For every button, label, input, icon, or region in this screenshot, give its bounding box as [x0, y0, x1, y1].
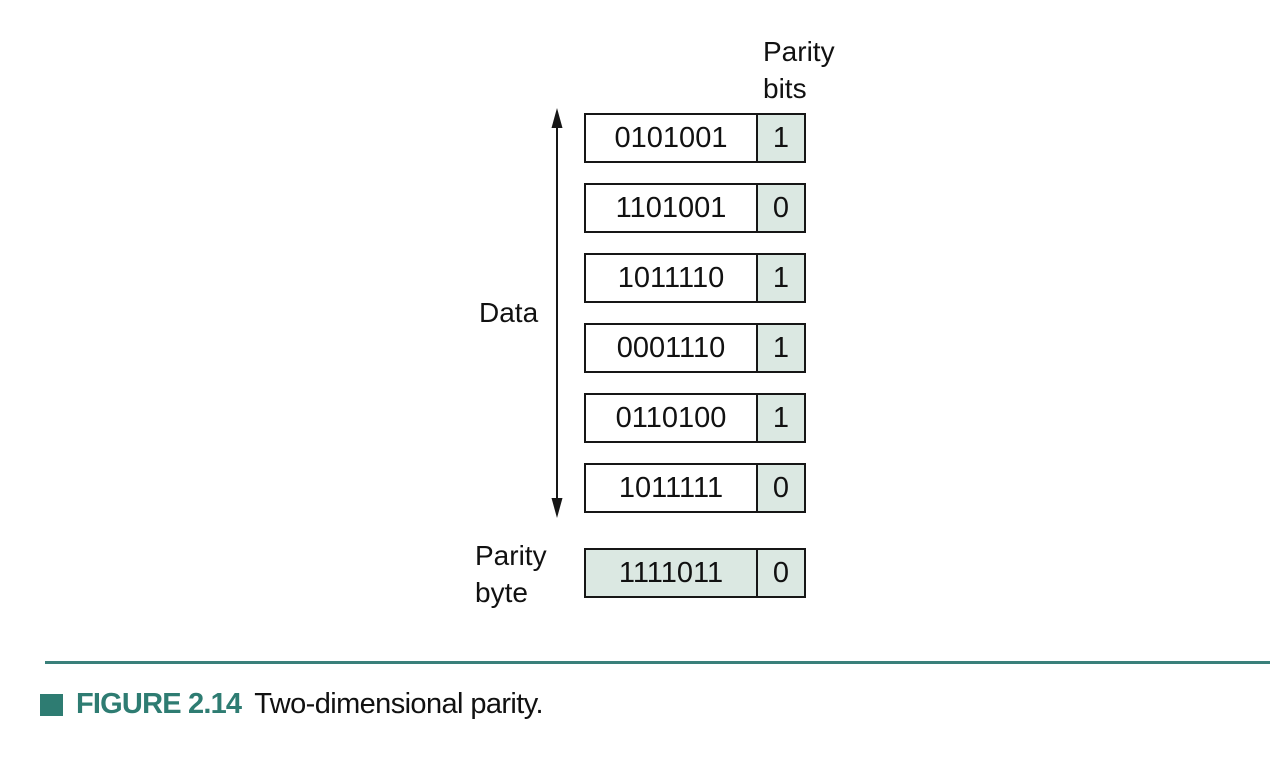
- parity-bit: 1: [756, 395, 804, 441]
- parity-bit: 1: [756, 255, 804, 301]
- codeword-row-5: 0110100 1: [584, 393, 806, 443]
- codeword-row-3: 1011110 1: [584, 253, 806, 303]
- caption-square-icon: [40, 693, 63, 716]
- parity-bit: 1: [756, 325, 804, 371]
- figure-caption-block: FIGURE 2.14 Two-dimensional parity.: [40, 688, 544, 721]
- separator-rule: [45, 661, 1270, 664]
- codeword-row-6: 1011111 0: [584, 463, 806, 513]
- data-span-double-arrow-icon: [551, 108, 563, 518]
- figure-number: FIGURE 2.14: [76, 688, 242, 720]
- data-label: Data: [479, 297, 539, 328]
- parity-bit: 0: [756, 465, 804, 511]
- parity-bit: 1: [756, 115, 804, 161]
- data-bits: 0110100: [586, 395, 756, 441]
- data-bits: 1011110: [586, 255, 756, 301]
- parity-bit: 0: [756, 185, 804, 231]
- codeword-row-1: 0101001 1: [584, 113, 806, 163]
- data-bits: 0101001: [586, 115, 756, 161]
- data-bits: 1011111: [586, 465, 756, 511]
- parity-bit: 0: [756, 550, 804, 596]
- parity-byte-bits: 1111011: [586, 550, 756, 596]
- figure-caption-text: Two-dimensional parity.: [254, 688, 543, 720]
- parity-byte-label: Parity byte: [475, 540, 547, 608]
- data-bits: 1101001: [586, 185, 756, 231]
- parity-bits-header: Parity bits: [763, 36, 835, 104]
- codeword-row-4: 0001110 1: [584, 323, 806, 373]
- data-bits: 0001110: [586, 325, 756, 371]
- parity-byte-row: 1111011 0: [584, 548, 806, 598]
- codeword-row-2: 1101001 0: [584, 183, 806, 233]
